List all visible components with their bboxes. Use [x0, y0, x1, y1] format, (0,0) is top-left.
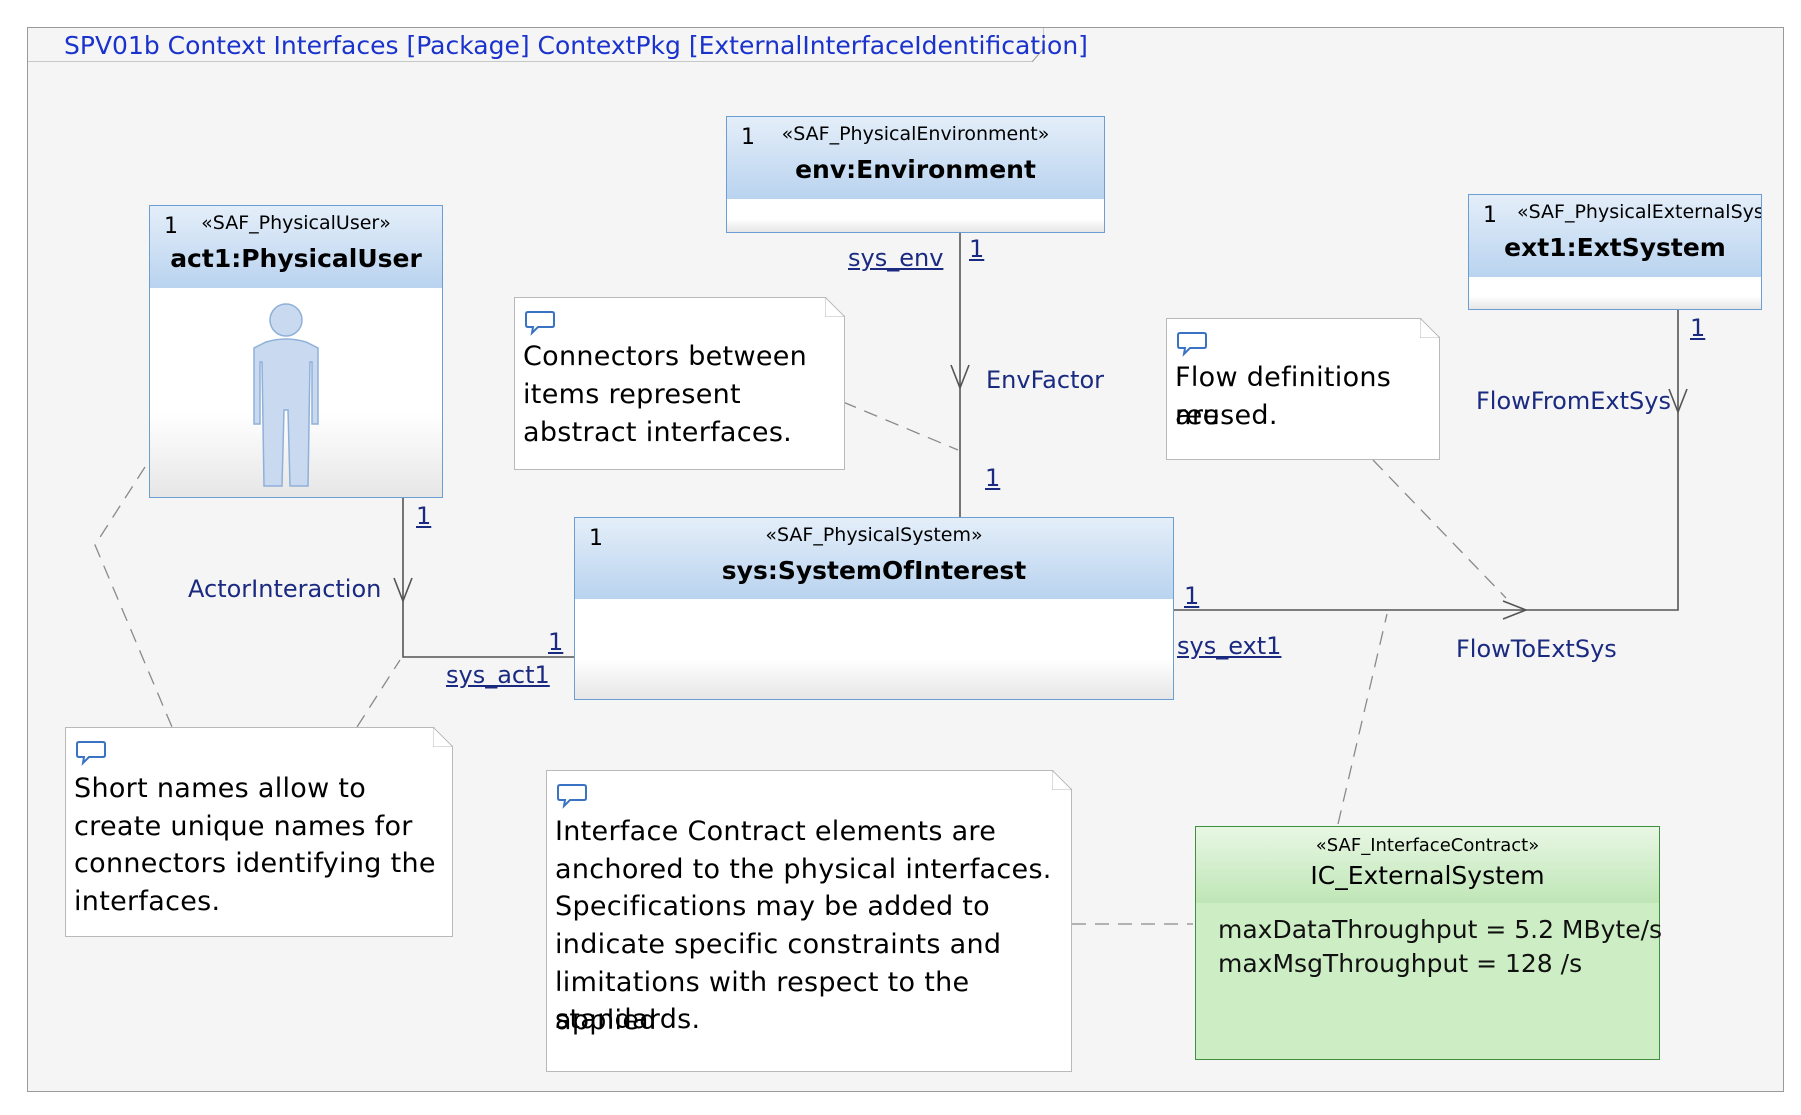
ext-connector: [1174, 309, 1679, 611]
note-fold: [433, 727, 453, 747]
note-connectors-line-1: Connectors between: [523, 341, 808, 372]
note-flow-definitions[interactable]: Flow definitions are reused.: [1166, 318, 1440, 460]
environment-name: env:Environment: [795, 155, 1036, 184]
note-flow-line-2: reused.: [1175, 400, 1278, 431]
env-end-name[interactable]: sys_env: [848, 244, 944, 272]
environment-multiplicity: 1: [741, 125, 755, 150]
diagram-title: SPV01b Context Interfaces [Package] Cont…: [64, 31, 1088, 60]
system-compartment: [575, 599, 1173, 699]
user-end-multiplicity[interactable]: 1: [416, 502, 432, 530]
ext-system-name: ext1:ExtSystem: [1504, 233, 1726, 262]
system-name: sys:SystemOfInterest: [721, 556, 1027, 585]
note-flow-line-1: Flow definitions are: [1175, 362, 1392, 431]
ext-system-block[interactable]: 1 «SAF_PhysicalExternalSys ext1:ExtSyste…: [1468, 194, 1762, 310]
contract-attribute-data-throughput[interactable]: maxDataThroughput = 5.2 MByte/s: [1218, 915, 1663, 944]
user-flow-label[interactable]: ActorInteraction: [188, 575, 382, 603]
user-connector: [402, 497, 574, 658]
ext-sys-multiplicity[interactable]: 1: [1184, 582, 1200, 610]
env-end-multiplicity[interactable]: 1: [969, 235, 985, 263]
note-contract-line-4: indicate specific constraints and: [555, 929, 1002, 960]
ext-flow-to-label[interactable]: FlowToExtSys: [1456, 635, 1617, 663]
physical-user-block[interactable]: 1 «SAF_PhysicalUser» act1:PhysicalUser: [149, 205, 443, 498]
interface-contract-name: IC_ExternalSystem: [1310, 861, 1545, 890]
comment-bubble-icon: [525, 311, 555, 336]
user-sys-multiplicity[interactable]: 1: [548, 628, 564, 656]
user-flow-arrow: [393, 577, 413, 604]
frame-tab-shape: [28, 28, 1044, 62]
note-short-names[interactable]: Short names allow to create unique names…: [65, 727, 453, 937]
interface-contract-stereotype: «SAF_InterfaceContract»: [1315, 835, 1540, 856]
ext-system-compartment: [1469, 277, 1761, 309]
environment-block[interactable]: 1 «SAF_PhysicalEnvironment» env:Environm…: [726, 116, 1105, 233]
interface-contract-block[interactable]: «SAF_InterfaceContract» IC_ExternalSyste…: [1195, 826, 1663, 1060]
ext-system-header: 1 «SAF_PhysicalExternalSys ext1:ExtSyste…: [1469, 195, 1761, 278]
anchor-short-names-act1: [356, 659, 401, 728]
note-interface-contract[interactable]: Interface Contract elements are anchored…: [546, 770, 1072, 1072]
note-contract-line-1: Interface Contract elements are: [555, 816, 997, 847]
note-short-names-line-4: interfaces.: [74, 886, 221, 917]
physical-user-stereotype: «SAF_PhysicalUser»: [201, 212, 391, 234]
physical-user-header: 1 «SAF_PhysicalUser» act1:PhysicalUser: [150, 206, 442, 289]
note-short-names-line-2: create unique names for: [74, 811, 413, 842]
comment-bubble-icon: [557, 784, 587, 809]
comment-bubble-icon: [76, 741, 106, 766]
physical-user-name: act1:PhysicalUser: [170, 244, 422, 273]
note-short-names-line-3: connectors identifying the: [74, 848, 436, 879]
interface-contract-header: «SAF_InterfaceContract» IC_ExternalSyste…: [1196, 827, 1659, 904]
person-icon: [253, 303, 319, 487]
interface-contract-attributes: maxDataThroughput = 5.2 MByte/s maxMsgTh…: [1196, 903, 1663, 1059]
anchor-flow-note: [1372, 459, 1507, 599]
environment-header: 1 «SAF_PhysicalEnvironment» env:Environm…: [727, 117, 1104, 200]
note-fold: [825, 297, 845, 317]
note-connectors-line-2: items represent: [523, 379, 741, 410]
system-stereotype: «SAF_PhysicalSystem»: [765, 524, 983, 546]
system-of-interest-block[interactable]: 1 «SAF_PhysicalSystem» sys:SystemOfInter…: [574, 517, 1174, 700]
ext-flow-to-arrow: [1502, 600, 1529, 620]
user-end-name[interactable]: sys_act1: [446, 661, 550, 689]
ext-end-multiplicity[interactable]: 1: [1690, 314, 1706, 342]
note-contract-line-2: anchored to the physical interfaces.: [555, 854, 1052, 885]
environment-stereotype: «SAF_PhysicalEnvironment»: [781, 123, 1050, 145]
env-flow-arrow: [950, 364, 970, 391]
note-contract-line-6: standards.: [555, 1004, 701, 1035]
ext-system-stereotype: «SAF_PhysicalExternalSys: [1517, 201, 1761, 223]
ext-flow-from-label[interactable]: FlowFromExtSys: [1476, 387, 1671, 415]
ext-flow-from-arrow: [1668, 388, 1688, 415]
ext-end-name[interactable]: sys_ext1: [1177, 632, 1282, 660]
anchor-connectors-note: [842, 401, 959, 451]
system-multiplicity: 1: [589, 526, 603, 551]
note-connectors-line-3: abstract interfaces.: [523, 417, 793, 448]
anchor-contract-connector: [1337, 613, 1388, 825]
physical-user-multiplicity: 1: [164, 214, 178, 239]
contract-attribute-msg-throughput[interactable]: maxMsgThroughput = 128 /s: [1218, 949, 1583, 978]
system-header: 1 «SAF_PhysicalSystem» sys:SystemOfInter…: [575, 518, 1173, 600]
note-contract-line-3: Specifications may be added to: [555, 891, 991, 922]
note-fold: [1420, 318, 1440, 338]
comment-bubble-icon: [1177, 332, 1207, 357]
ext-system-multiplicity: 1: [1483, 203, 1497, 228]
note-contract-line-5: limitations with respect to the applied: [555, 967, 970, 1036]
note-connectors[interactable]: Connectors between items represent abstr…: [514, 297, 845, 470]
frame-tab: SPV01b Context Interfaces [Package] Cont…: [28, 28, 1088, 62]
env-sys-multiplicity[interactable]: 1: [985, 464, 1001, 492]
environment-compartment: [727, 199, 1104, 232]
note-short-names-line-1: Short names allow to: [74, 773, 367, 804]
note-fold: [1052, 770, 1072, 790]
env-flow-label[interactable]: EnvFactor: [986, 366, 1105, 394]
anchor-short-names-user: [94, 466, 173, 728]
